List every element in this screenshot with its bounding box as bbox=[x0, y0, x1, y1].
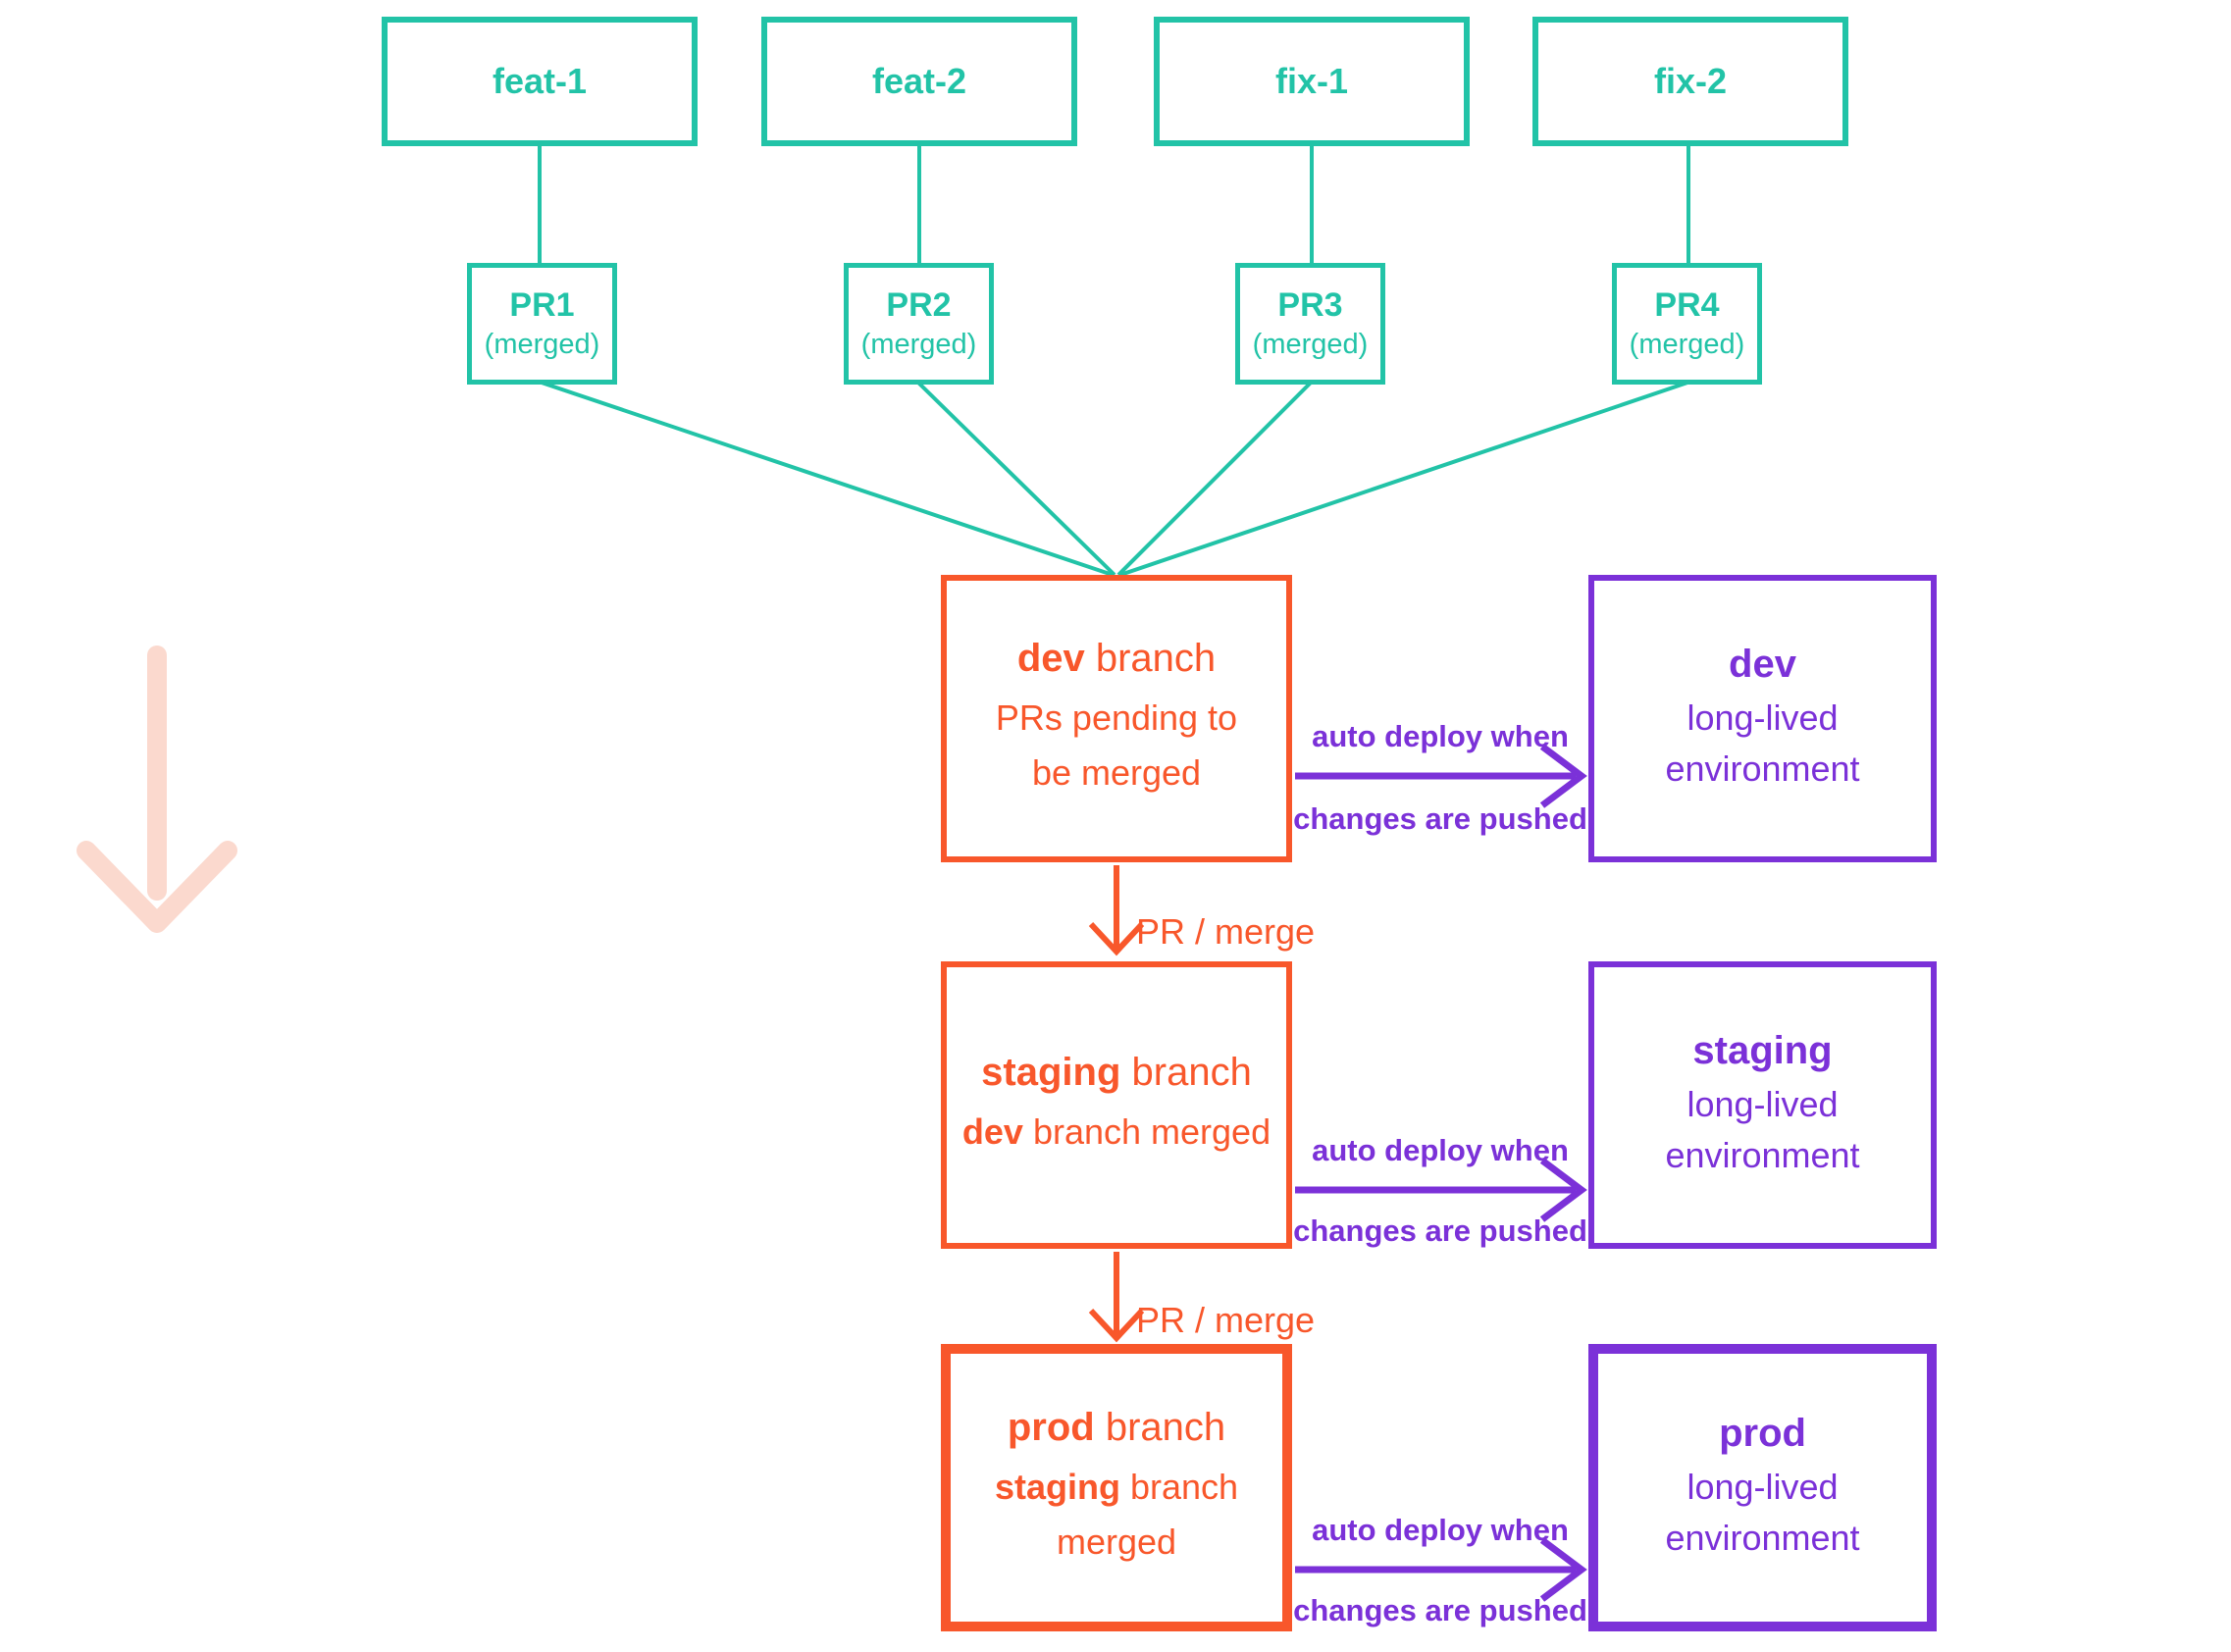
merge-label-staging-prod: PR / merge bbox=[1136, 1300, 1316, 1340]
feature-branch-node-feat-1: feat-1 bbox=[382, 17, 698, 146]
branch-subtitle: dev branch merged bbox=[961, 1111, 1271, 1153]
environment-node-prod: prod long-lived environment bbox=[1588, 1344, 1937, 1631]
pr-status: (merged) bbox=[1252, 329, 1369, 360]
pr-status: (merged) bbox=[484, 329, 600, 360]
pull-request-node-pr1: PR1 (merged) bbox=[467, 263, 617, 385]
deploy-label-dev-line1: auto deploy when bbox=[1312, 719, 1569, 753]
feature-branch-label: fix-1 bbox=[1274, 61, 1349, 101]
pull-request-node-pr3: PR3 (merged) bbox=[1235, 263, 1385, 385]
branch-subtitle: staging branch merged bbox=[994, 1467, 1239, 1562]
feature-to-pr-connectors bbox=[538, 144, 1690, 267]
environment-name: staging bbox=[1692, 1028, 1833, 1072]
branch-title: dev branch bbox=[1016, 637, 1217, 681]
pr-name: PR1 bbox=[509, 286, 575, 324]
deploy-arrow-prod bbox=[1295, 1537, 1587, 1602]
environment-description: long-lived environment bbox=[1665, 697, 1860, 789]
deploy-label-staging-line1: auto deploy when bbox=[1312, 1133, 1569, 1167]
feature-branch-label: feat-1 bbox=[492, 61, 588, 101]
pull-request-node-pr2: PR2 (merged) bbox=[844, 263, 994, 385]
pr-status: (merged) bbox=[860, 329, 977, 360]
environment-node-staging: staging long-lived environment bbox=[1588, 961, 1937, 1249]
deploy-arrow-staging bbox=[1295, 1158, 1587, 1222]
pr-status: (merged) bbox=[1629, 329, 1745, 360]
branch-title: staging branch bbox=[981, 1051, 1252, 1095]
branch-subtitle: PRs pending to be merged bbox=[995, 697, 1238, 793]
deploy-label-dev-line2: changes are pushed bbox=[1293, 801, 1587, 836]
environment-name: dev bbox=[1729, 642, 1796, 686]
feature-branch-label: feat-2 bbox=[871, 61, 967, 101]
environment-description: long-lived environment bbox=[1665, 1466, 1860, 1558]
deploy-label-prod-line1: auto deploy when bbox=[1312, 1513, 1569, 1547]
feature-branch-node-feat-2: feat-2 bbox=[761, 17, 1077, 146]
environment-description: long-lived environment bbox=[1665, 1083, 1860, 1175]
pr-name: PR4 bbox=[1654, 286, 1720, 324]
pr-name: PR3 bbox=[1277, 286, 1343, 324]
feature-branch-node-fix-1: fix-1 bbox=[1154, 17, 1470, 146]
merge-label-dev-staging: PR / merge bbox=[1136, 911, 1316, 952]
deploy-label-prod-line2: changes are pushed bbox=[1293, 1593, 1587, 1627]
deploy-arrow-dev bbox=[1295, 744, 1587, 808]
branch-title: prod branch bbox=[1007, 1406, 1226, 1450]
merge-arrow-dev-staging bbox=[1088, 865, 1145, 956]
merge-arrow-staging-prod bbox=[1088, 1252, 1145, 1343]
flow-direction-down-arrow-icon bbox=[77, 645, 237, 933]
branch-node-prod: prod branch staging branch merged bbox=[941, 1344, 1292, 1631]
feature-branch-label: fix-2 bbox=[1653, 61, 1728, 101]
environment-node-dev: dev long-lived environment bbox=[1588, 575, 1937, 862]
pr-to-dev-connectors bbox=[541, 381, 1688, 577]
deploy-label-staging-line2: changes are pushed bbox=[1293, 1213, 1587, 1248]
branch-node-staging: staging branch dev branch merged bbox=[941, 961, 1292, 1249]
feature-branch-node-fix-2: fix-2 bbox=[1532, 17, 1848, 146]
branch-node-dev: dev branch PRs pending to be merged bbox=[941, 575, 1292, 862]
pr-name: PR2 bbox=[886, 286, 952, 324]
pull-request-node-pr4: PR4 (merged) bbox=[1612, 263, 1762, 385]
environment-name: prod bbox=[1719, 1411, 1806, 1455]
